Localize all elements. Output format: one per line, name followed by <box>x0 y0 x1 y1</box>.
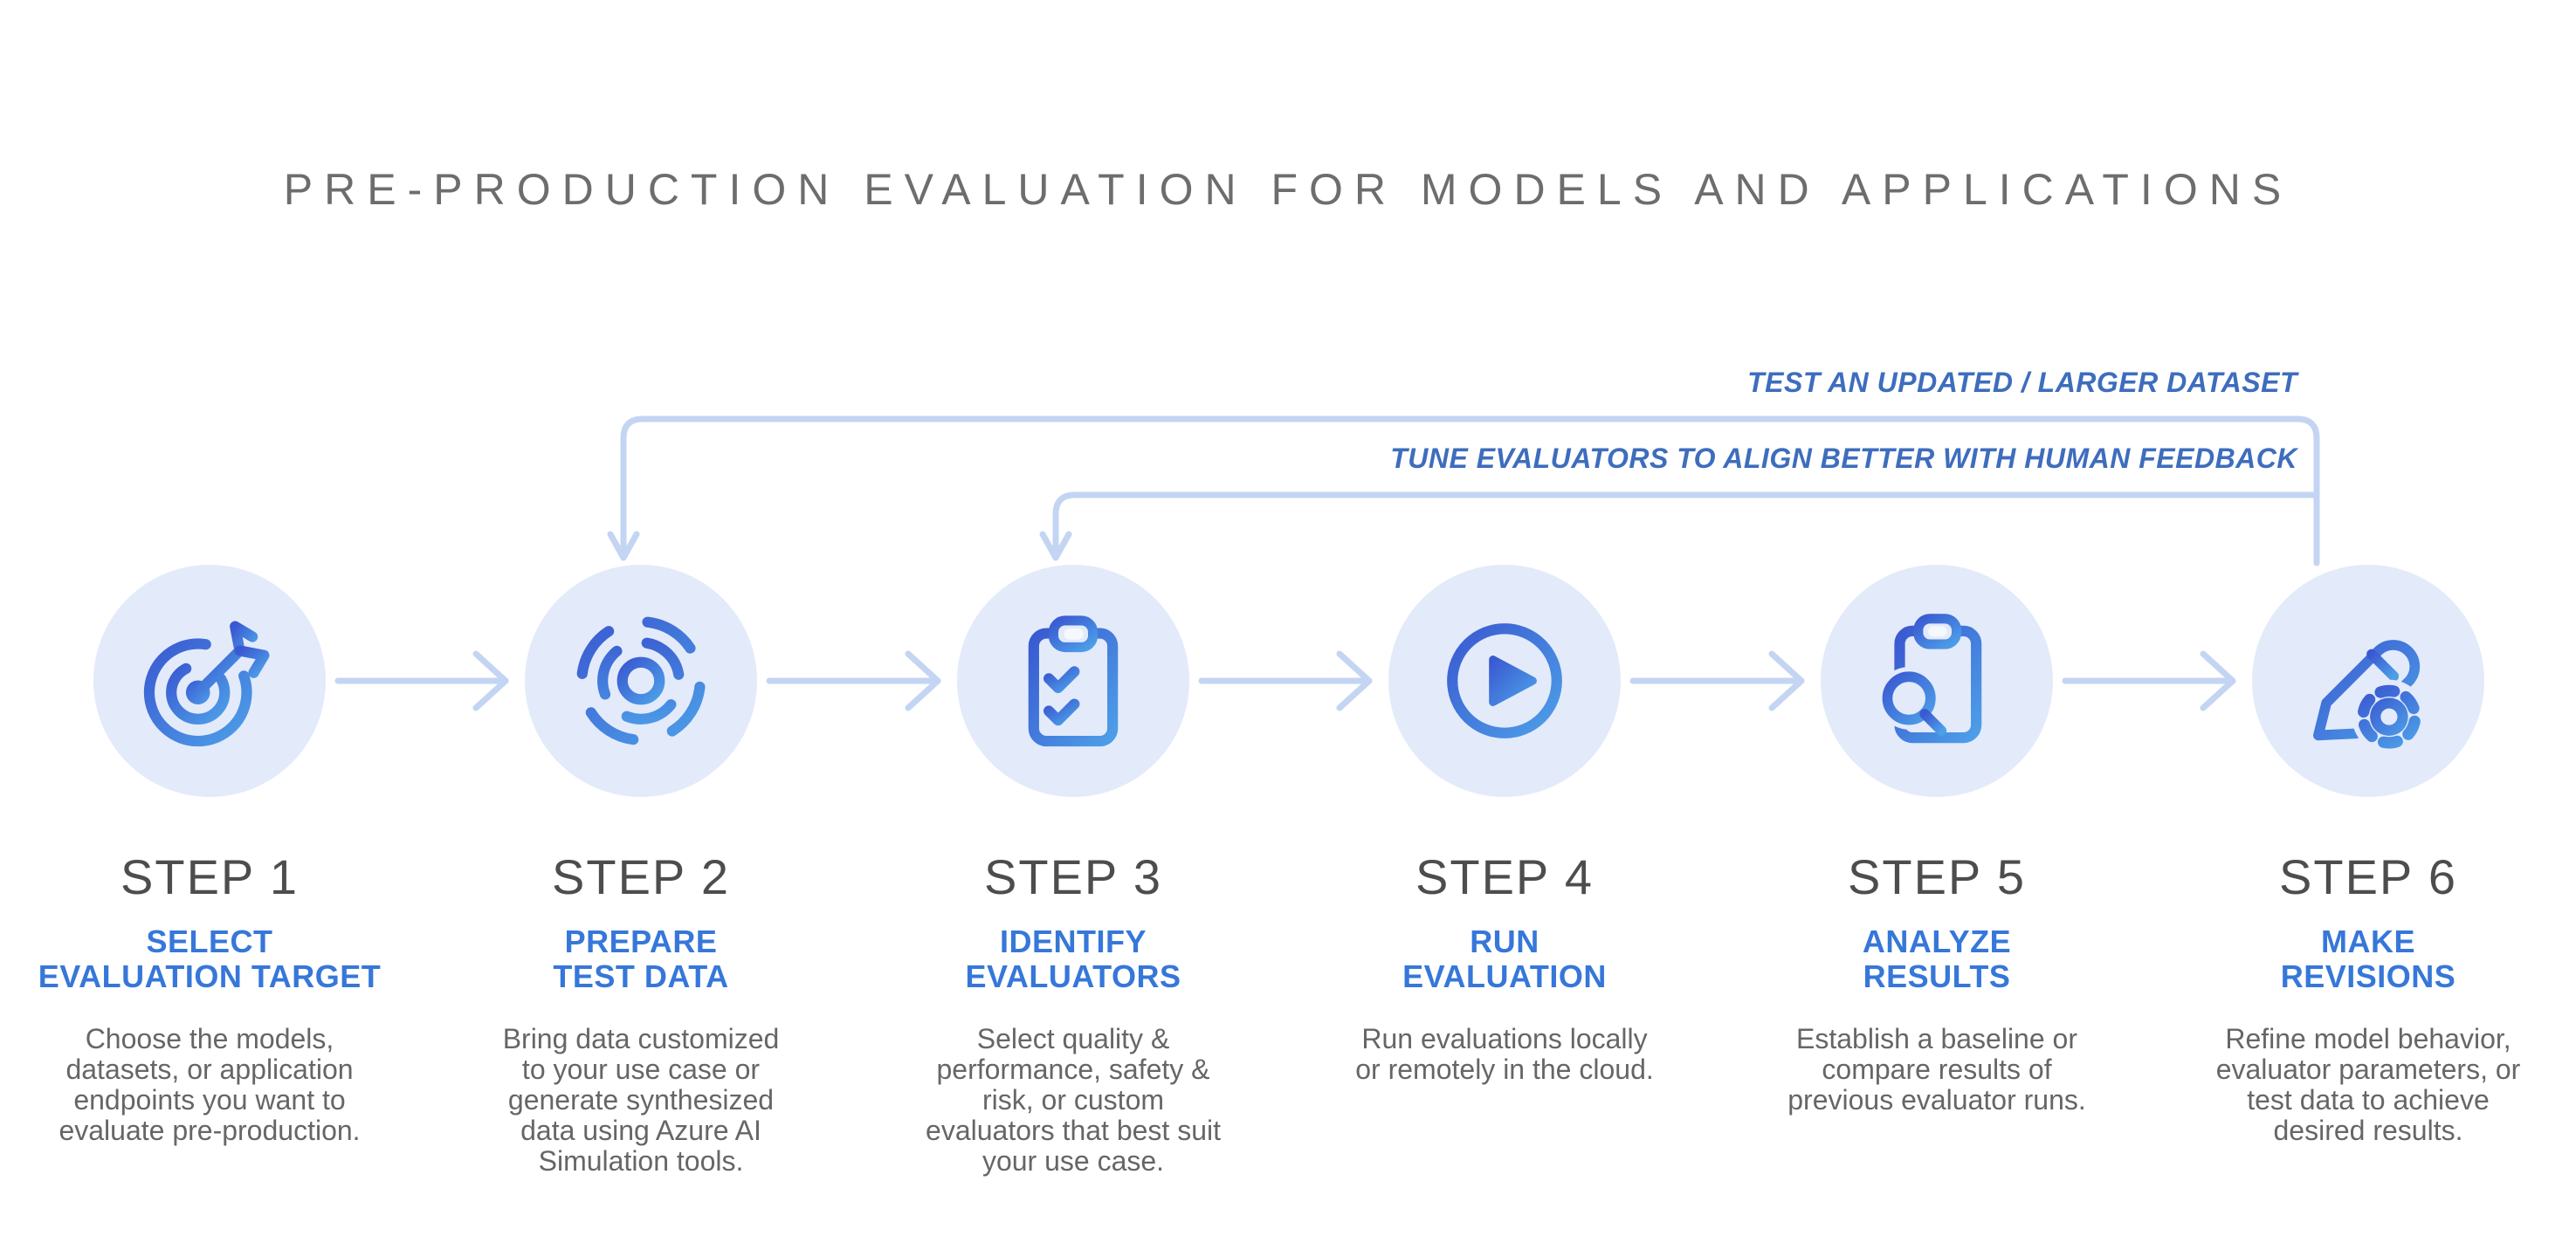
step-3-description: Select quality & performance, safety & r… <box>926 1023 1221 1177</box>
step-2-circle <box>525 565 757 797</box>
connector-step4-step5 <box>1629 650 1805 711</box>
step-5-label: STEP 5 <box>1848 849 2026 904</box>
step-2-heading: PREPARE TEST DATA <box>553 924 729 994</box>
feedback-loop-evaluators-arrow <box>1039 491 2320 561</box>
step-1-circle <box>93 565 326 797</box>
step-4-label: STEP 4 <box>1415 849 1594 904</box>
step-6-label: STEP 6 <box>2279 849 2457 904</box>
clipboard-search-icon <box>1877 614 1982 744</box>
step-1-label: STEP 1 <box>121 849 299 904</box>
connector-step3-step4 <box>1198 650 1373 711</box>
connector-step5-step6 <box>2062 650 2236 711</box>
step-3-heading: IDENTIFY EVALUATORS <box>965 924 1181 994</box>
step-4-column: STEP 4 RUN EVALUATION Run evaluations lo… <box>1291 565 1718 1085</box>
step-6-column: STEP 6 MAKE REVISIONS Refine model behav… <box>2154 565 2576 1146</box>
step-1-column: STEP 1 SELECT EVALUATION TARGET Choose t… <box>0 565 424 1146</box>
step-2-column: STEP 2 PREPARE TEST DATA Bring data cust… <box>427 565 855 1177</box>
step-2-label: STEP 2 <box>552 849 730 904</box>
step-3-column: STEP 3 IDENTIFY EVALUATORS Select qualit… <box>859 565 1287 1177</box>
step-4-heading: RUN EVALUATION <box>1402 924 1607 994</box>
connector-step1-step2 <box>334 650 509 711</box>
loop-label-tune-evaluators: TUNE EVALUATORS TO ALIGN BETTER WITH HUM… <box>1390 443 2297 474</box>
step-6-heading: MAKE REVISIONS <box>2280 924 2456 994</box>
step-2-description: Bring data customized to your use case o… <box>502 1023 780 1177</box>
connector-step2-step3 <box>766 650 941 711</box>
step-3-circle <box>957 565 1189 797</box>
step-5-column: STEP 5 ANALYZE RESULTS Establish a basel… <box>1723 565 2151 1116</box>
step-5-heading: ANALYZE RESULTS <box>1862 924 2012 994</box>
target-arrow-icon <box>143 621 270 747</box>
edit-gear-icon <box>2313 640 2427 754</box>
step-4-description: Run evaluations locally or remotely in t… <box>1355 1023 1654 1085</box>
clipboard-checklist-icon <box>1028 615 1119 747</box>
step-6-description: Refine model behavior, evaluator paramet… <box>2215 1023 2521 1146</box>
step-4-circle <box>1388 565 1621 797</box>
step-3-label: STEP 3 <box>984 849 1162 904</box>
step-5-circle <box>1821 565 2053 797</box>
play-circle-icon <box>1447 623 1562 738</box>
step-6-circle <box>2252 565 2484 797</box>
step-1-description: Choose the models, datasets, or applicat… <box>59 1023 361 1146</box>
feedback-loop-dataset-arrow <box>607 415 2320 566</box>
step-5-description: Establish a baseline or compare results … <box>1787 1023 2086 1116</box>
step-1-heading: SELECT EVALUATION TARGET <box>38 924 382 994</box>
page-title: PRE-PRODUCTION EVALUATION FOR MODELS AND… <box>283 165 2293 214</box>
data-pulse-icon <box>576 616 706 745</box>
loop-label-test-updated-dataset: TEST AN UPDATED / LARGER DATASET <box>1747 367 2297 398</box>
